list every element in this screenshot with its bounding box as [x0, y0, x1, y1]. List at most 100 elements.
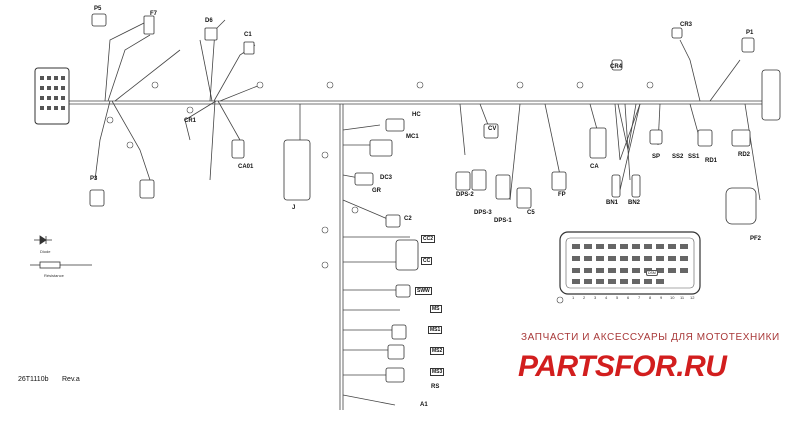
- connector-c2: [385, 214, 401, 228]
- connector-c5: [516, 187, 532, 209]
- label-bn1: BN1: [606, 200, 619, 206]
- document-number: 26T1110b: [18, 376, 49, 383]
- document-revision: Rev.a: [62, 376, 80, 383]
- connector-cr1: [139, 179, 155, 199]
- connector-ms3: [385, 367, 405, 383]
- connector-rd1: [697, 129, 713, 147]
- ecm-pin-number: 1: [572, 295, 575, 300]
- label-mc1: MC1: [406, 134, 419, 140]
- label-rs: RS: [431, 384, 440, 390]
- connector-ms1: [391, 324, 407, 340]
- connector-bn2: [631, 174, 641, 198]
- ecm-pin-number: 12: [690, 295, 695, 300]
- ecm-pin-number: 10: [670, 295, 675, 300]
- label-ss2: SS2: [672, 154, 684, 160]
- splice-marker: [576, 81, 584, 89]
- label-pf2: PF2: [750, 236, 762, 242]
- label-rd2: RD2: [738, 152, 751, 158]
- watermark-logo-suffix: .RU: [676, 350, 727, 383]
- label-gr: GR: [372, 188, 381, 194]
- ecm-pin-number: 8: [649, 295, 652, 300]
- label-rd1: RD1: [705, 158, 718, 164]
- label-ms1: MS1: [428, 326, 443, 334]
- connector-c1: [243, 41, 255, 55]
- label-p5: P5: [94, 6, 102, 12]
- connector-pf2: [725, 187, 757, 225]
- label-fp: FP: [558, 192, 566, 198]
- connector-mc1: [369, 139, 393, 157]
- watermark-tagline: ЗАПЧАСТИ И АКСЕССУАРЫ ДЛЯ МОТОТЕХНИКИ: [521, 332, 780, 343]
- connector-cr4: [611, 59, 623, 71]
- label-c5: C5: [527, 210, 535, 216]
- label-dps3: DPS-3: [474, 210, 492, 216]
- label-cv: CV: [488, 126, 497, 132]
- ecm-pin-number: 5: [616, 295, 619, 300]
- legend-diode-label: Diode: [40, 249, 51, 254]
- label-c2: C2: [404, 216, 412, 222]
- connector-f7: [143, 15, 155, 35]
- connector-p3: [89, 189, 105, 207]
- splice-marker: [321, 226, 329, 234]
- connector-rd2: [731, 129, 751, 147]
- connector-cc2: [395, 239, 419, 271]
- label-f7: F7: [150, 11, 158, 17]
- label-sp: SP: [652, 154, 661, 160]
- splice-marker: [326, 81, 334, 89]
- ecm-pin-number: 3: [594, 295, 597, 300]
- splice-marker: [186, 106, 194, 114]
- label-dps1: DPS-1: [494, 218, 512, 224]
- connector-hc: [385, 118, 405, 132]
- splice-marker: [151, 81, 159, 89]
- label-dc3: DC3: [380, 175, 393, 181]
- splice-marker: [321, 151, 329, 159]
- connector-p5: [91, 13, 107, 27]
- label-ca01: CA01: [238, 164, 254, 170]
- label-cr1: CR1: [184, 118, 197, 124]
- label-cr3: CR3: [680, 22, 693, 28]
- splice-marker: [516, 81, 524, 89]
- label-c1: C1: [244, 32, 252, 38]
- connector-fp: [551, 171, 567, 191]
- label-cr4: CR4: [610, 64, 623, 70]
- label-ms3: MS3: [430, 368, 445, 376]
- label-cc: CC: [421, 257, 433, 265]
- watermark-logo: PARTSFOR.RU: [518, 350, 727, 384]
- splice-marker: [106, 116, 114, 124]
- connector-dps3: [471, 169, 487, 191]
- splice-marker: [351, 206, 359, 214]
- connector-p1: [741, 37, 755, 53]
- label-p1: P1: [746, 30, 754, 36]
- ecm-pin-number: 11: [680, 295, 685, 300]
- splice-marker: [416, 81, 424, 89]
- connector-cv: [483, 123, 499, 139]
- ecm-pin-number: 7: [638, 295, 641, 300]
- splice-marker: [556, 296, 564, 304]
- ecm-pin-number: 4: [605, 295, 608, 300]
- connector-ca01: [231, 139, 245, 159]
- label-ss1: SS1: [688, 154, 700, 160]
- ecm-pinout-frame: [559, 231, 701, 295]
- connector-dps2: [455, 171, 471, 191]
- connector-ca: [589, 127, 607, 159]
- connector-ms2: [387, 344, 405, 360]
- connector-sp: [649, 129, 663, 145]
- label-bn2: BN2: [628, 200, 641, 206]
- label-j: J: [292, 205, 296, 211]
- label-ms2: MS2: [430, 347, 445, 355]
- connector-j: [283, 139, 311, 201]
- splice-marker: [256, 81, 264, 89]
- connector-d6: [204, 27, 218, 41]
- label-sww: SWW: [415, 287, 432, 295]
- label-d6: D6: [205, 18, 213, 24]
- ecm-pin-number: 2: [583, 295, 586, 300]
- label-hc: HC: [412, 112, 421, 118]
- connector-dps1: [495, 174, 511, 200]
- connector-sww: [395, 284, 411, 298]
- connector-right-main: [761, 69, 781, 121]
- label-dsm: DSM: [646, 270, 658, 276]
- ecm-pin-numbers: 1 2 3 4 5 6 7 8 9 10 11 12: [570, 295, 700, 304]
- legend-resistor-label: Résistance: [44, 273, 64, 278]
- label-cc2: CC2: [421, 235, 436, 243]
